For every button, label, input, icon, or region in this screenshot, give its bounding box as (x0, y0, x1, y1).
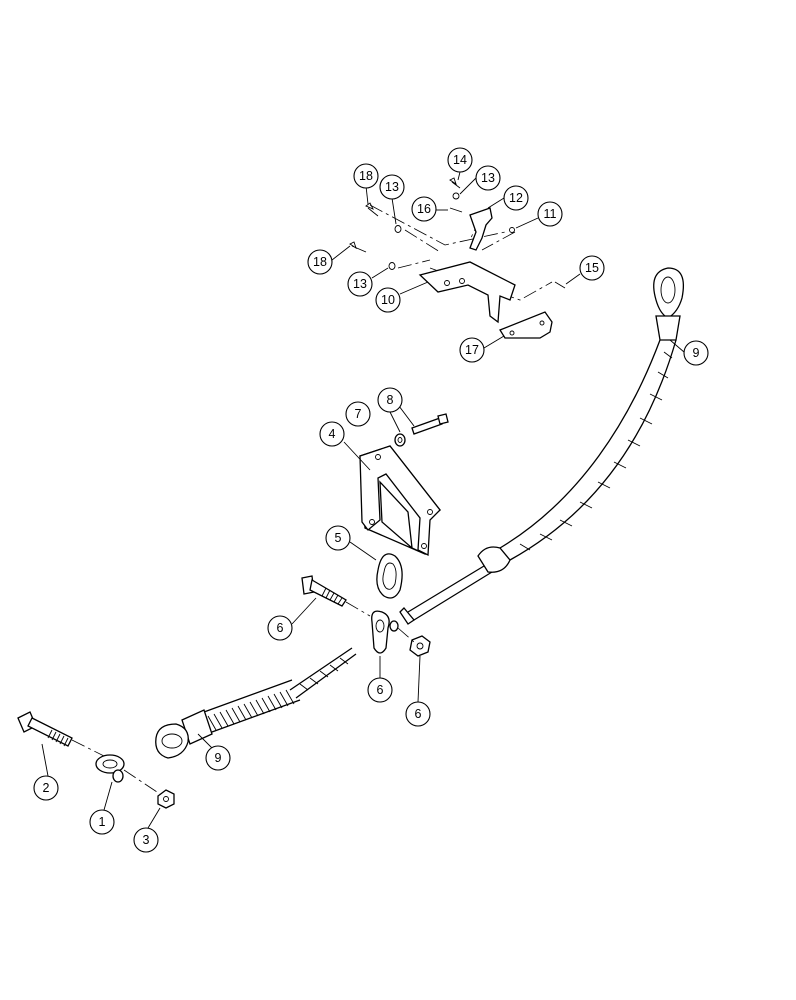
callout-label: 3 (143, 833, 150, 847)
cable-part-9-lower (155, 647, 357, 759)
callout-label: 15 (585, 261, 599, 275)
plate-part-4 (359, 445, 441, 557)
callout-14: 14 (447, 147, 473, 173)
bolt-part-2 (17, 711, 73, 747)
callout-9-right: 9 (683, 340, 709, 366)
callout-6-center: 6 (367, 677, 393, 703)
shackle-part-6 (371, 610, 399, 654)
callout-3: 3 (133, 827, 159, 853)
bolt-part-6 (301, 575, 347, 607)
plate-part-17 (499, 311, 553, 339)
shackle-part-1 (95, 754, 125, 783)
latch-part-12 (469, 207, 493, 251)
callout-label: 18 (313, 255, 327, 269)
nut-part-3 (157, 789, 175, 809)
callout-label: 9 (215, 751, 222, 765)
callout-12: 12 (503, 185, 529, 211)
dashed-assembly-lines (369, 204, 553, 301)
leader-lines (41, 171, 685, 829)
callout-label: 9 (693, 346, 700, 360)
callout-label: 8 (387, 393, 394, 407)
callout-label: 5 (335, 531, 342, 545)
callout-label: 16 (417, 202, 431, 216)
cable-part-9-right (399, 267, 685, 625)
callout-18-top: 18 (353, 163, 379, 189)
callout-2: 2 (33, 775, 59, 801)
nut-part-6 (409, 635, 431, 657)
callout-7: 7 (345, 401, 371, 427)
bracket-part-10 (418, 261, 516, 324)
callout-8: 8 (377, 387, 403, 413)
callout-13-left: 13 (347, 271, 373, 297)
callout-17: 17 (459, 337, 485, 363)
callout-5: 5 (325, 525, 351, 551)
small-hardware-upper (349, 177, 566, 289)
callout-label: 11 (544, 207, 557, 221)
callout-10: 10 (375, 287, 401, 313)
callout-4: 4 (319, 421, 345, 447)
callout-18-left: 18 (307, 249, 333, 275)
callout-label: 13 (385, 180, 399, 194)
callout-label: 1 (99, 815, 106, 829)
callout-label: 6 (377, 683, 384, 697)
callout-label: 2 (43, 781, 50, 795)
callout-label: 6 (415, 707, 422, 721)
callout-9-lower: 9 (205, 745, 231, 771)
callout-label: 17 (465, 343, 479, 357)
callout-13-top-left: 13 (379, 174, 405, 200)
callout-label: 4 (329, 427, 336, 441)
callout-13-top-right: 13 (475, 165, 501, 191)
callout-1: 1 (89, 809, 115, 835)
bolt-part-8 (411, 413, 449, 435)
callout-6-left: 6 (267, 615, 293, 641)
ring-part-5 (376, 553, 403, 599)
callout-label: 7 (355, 407, 362, 421)
callout-label: 6 (277, 621, 284, 635)
callout-label: 10 (381, 293, 395, 307)
callout-label: 14 (453, 153, 467, 167)
callout-label: 13 (353, 277, 367, 291)
callout-15: 15 (579, 255, 605, 281)
callout-6-right: 6 (405, 701, 431, 727)
callout-label: 18 (359, 169, 373, 183)
callout-16: 16 (411, 196, 437, 222)
callout-label: 12 (509, 191, 523, 205)
washer-part-7 (394, 433, 406, 447)
callout-11: 11 (537, 201, 563, 227)
callout-label: 13 (481, 171, 495, 185)
